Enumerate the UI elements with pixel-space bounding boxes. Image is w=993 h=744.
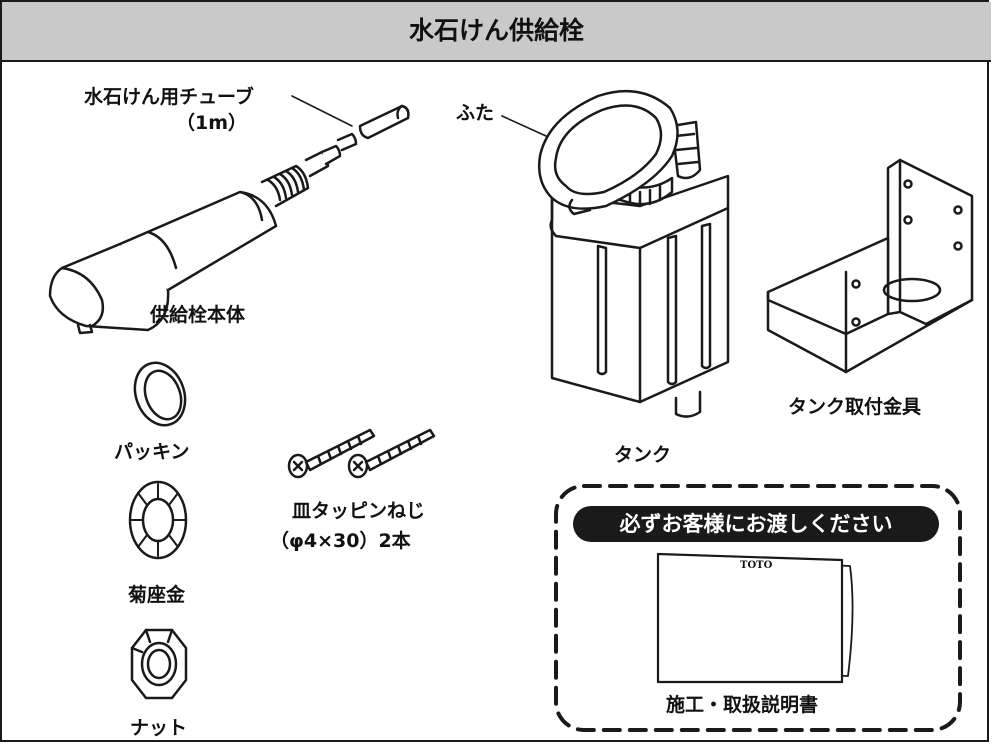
washer-illustration — [128, 480, 188, 560]
lid-leader-line — [501, 115, 547, 137]
washer-label: 菊座金 — [128, 584, 186, 606]
manual-label: 施工・取扱説明書 — [666, 694, 819, 716]
notice-banner: 必ずお客様にお渡しください — [573, 506, 939, 542]
screws-size-label: （φ4×30）2本 — [270, 530, 411, 552]
nut-illustration — [130, 628, 188, 700]
tube-label: 水石けん用チューブ — [84, 86, 254, 108]
nut-label: ナット — [130, 717, 188, 739]
manual-illustration — [656, 552, 854, 684]
screws-label: 皿タッピンねじ — [292, 500, 426, 522]
page-title: 水石けん供給栓 — [408, 16, 584, 45]
tank-label: タンク — [614, 444, 672, 466]
packing-label: パッキン — [114, 441, 190, 463]
lid-label: ふた — [456, 102, 495, 124]
packing-illustration — [133, 361, 187, 427]
notice-dashed-box — [554, 484, 962, 732]
bracket-illustration — [766, 158, 974, 374]
tank-illustration — [538, 89, 730, 418]
header-bar: 水石けん供給栓 — [2, 2, 991, 62]
faucet-body-label: 供給栓本体 — [150, 304, 246, 326]
manual-brand-text: TOTO — [740, 560, 773, 571]
screws-illustration — [287, 428, 436, 479]
tube-length-label: （1m） — [176, 112, 248, 134]
bracket-label: タンク取付金具 — [788, 396, 922, 418]
faucet-body-illustration — [48, 95, 410, 335]
